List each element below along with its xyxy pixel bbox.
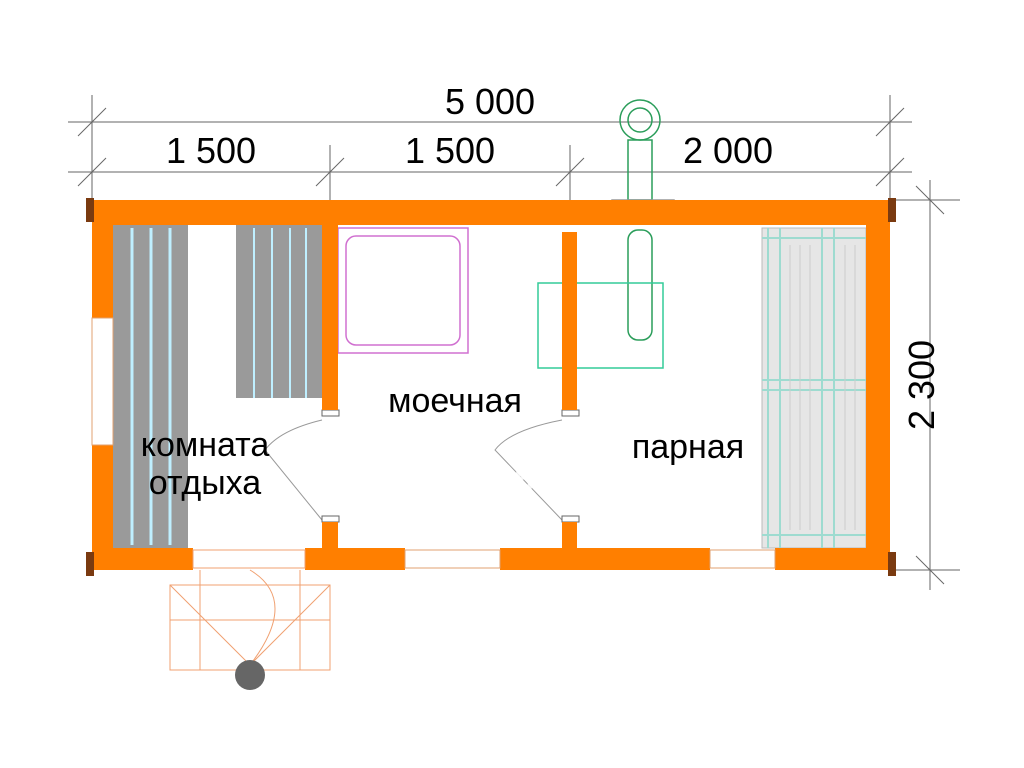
wall-corners <box>86 198 896 576</box>
watermark-brand: ЛюксДом53 <box>346 459 554 500</box>
watermark-tagline: строительная компания <box>372 505 527 521</box>
door-swings <box>264 409 580 523</box>
watermark-logo: ЛюксДом53 строительная компания <box>346 428 554 521</box>
steam-room-shelves <box>761 227 867 549</box>
dimension-total-length: 5 000 <box>445 81 535 122</box>
room-label-rest-room-line2: отдыха <box>149 464 262 502</box>
porch-post-icon <box>235 660 265 690</box>
dimension-segment-2: 1 500 <box>405 130 495 171</box>
walls <box>92 200 890 570</box>
room-label-rest-room-line1: комната <box>141 426 270 464</box>
room-label-washroom: моечная <box>388 382 522 420</box>
bench-rest-room <box>113 225 322 548</box>
dimension-segment-3: 2 000 <box>683 130 773 171</box>
dimension-width: 2 300 <box>901 340 942 430</box>
chimney-icon <box>537 99 675 369</box>
windows <box>91 317 776 569</box>
dimension-lines <box>68 95 960 590</box>
shower-tray <box>337 227 469 354</box>
porch-steps <box>169 549 331 671</box>
room-label-steam-room: парная <box>632 428 744 466</box>
dimension-segment-1: 1 500 <box>166 130 256 171</box>
